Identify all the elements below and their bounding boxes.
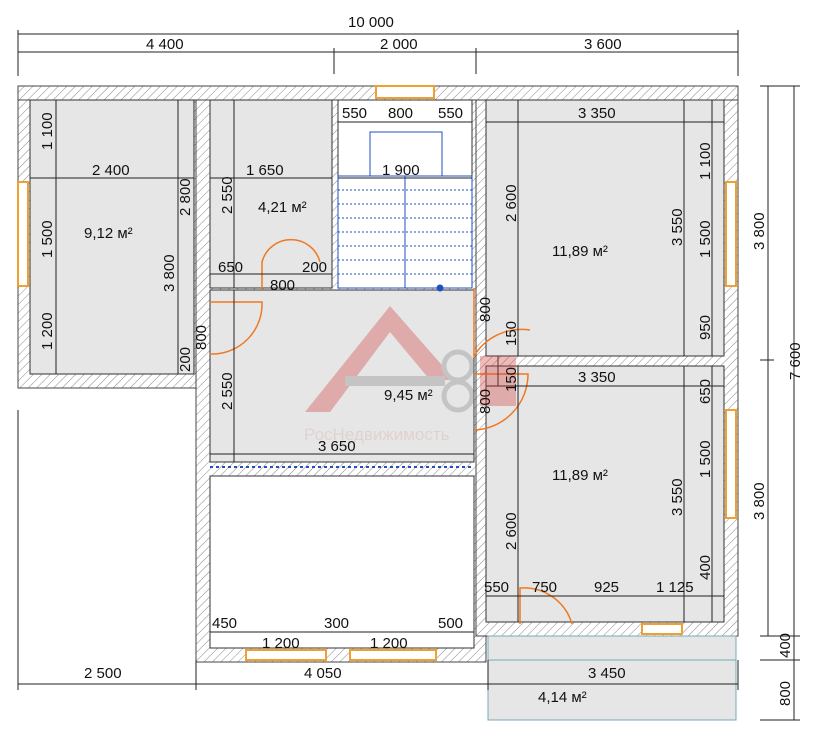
dimension-labels: 10 000 4 400 2 000 3 600 7 600 3 800 3 8…: [39, 14, 804, 706]
dim-left-width: 2 400: [92, 162, 130, 179]
dim-right-lower: 3 800: [751, 482, 768, 520]
dim-bedbottom-3550: 3 550: [669, 478, 686, 516]
area-bath: 4,21 м²: [258, 199, 307, 216]
dim-bedbottom-2600: 2 600: [503, 512, 520, 550]
room-hall: [209, 289, 475, 463]
watermark-text: РосНедвижимость: [304, 425, 450, 444]
windows: [17, 85, 737, 661]
dim-open-1200b: 1 200: [370, 635, 408, 652]
room-bed-top: [485, 99, 725, 357]
dim-bedbottom-400: 400: [697, 555, 714, 580]
dimension-lines: [17, 30, 800, 721]
area-left-room: 9,12 м²: [84, 225, 133, 242]
dim-left-200: 200: [177, 347, 194, 372]
dim-bedtop-2600: 2 600: [503, 184, 520, 222]
dim-bath-width: 1 650: [246, 162, 284, 179]
dim-bottom-mid: 4 050: [304, 665, 342, 682]
dim-left-1500: 1 500: [39, 220, 56, 258]
room-open: [209, 475, 475, 649]
area-bed-top: 11,89 м²: [552, 243, 608, 260]
doors: [209, 238, 573, 625]
staircase: [337, 131, 473, 292]
dim-bedbottom-150: 150: [503, 367, 520, 392]
dim-top-1: 4 400: [146, 36, 184, 53]
room-bath: [209, 99, 333, 289]
dim-bedtop-width: 3 350: [578, 105, 616, 122]
dim-bath-height: 2 550: [219, 176, 236, 214]
dim-bedtop-950: 950: [697, 315, 714, 340]
dim-bath-650: 650: [218, 259, 243, 276]
dim-bedtop-150: 150: [503, 321, 520, 346]
dim-bedbottom-width: 3 350: [578, 369, 616, 386]
dim-bedbottom-door: 800: [477, 389, 494, 414]
dim-left-1100: 1 100: [39, 112, 56, 150]
dim-top-2: 2 000: [380, 36, 418, 53]
dim-bedtop-door: 800: [477, 297, 494, 322]
dim-open-1200a: 1 200: [262, 635, 300, 652]
dim-bedbottom-550: 550: [484, 579, 509, 596]
dim-left-3800: 3 800: [161, 254, 178, 292]
dim-open-300: 300: [324, 615, 349, 632]
dim-bedbottom-1500: 1 500: [697, 440, 714, 478]
dim-stairs-550a: 550: [342, 105, 367, 122]
dim-left-800: 800: [193, 325, 210, 350]
dim-bedbottom-1125: 1 125: [656, 579, 694, 596]
dim-right-total: 7 600: [787, 342, 804, 380]
area-terrace: 4,14 м²: [538, 689, 587, 706]
dim-right-400: 400: [777, 633, 794, 658]
area-hall: 9,45 м²: [384, 387, 433, 404]
dim-top-3: 3 600: [584, 36, 622, 53]
area-bed-bottom: 11,89 м²: [552, 467, 608, 484]
dim-hall-width: 3 650: [318, 438, 356, 455]
dim-bottom-left: 2 500: [84, 665, 122, 682]
dim-bedtop-1500: 1 500: [697, 220, 714, 258]
dim-open-450: 450: [212, 615, 237, 632]
dim-bath-200: 200: [302, 259, 327, 276]
dim-stairs-550b: 550: [438, 105, 463, 122]
dim-stairs-width: 1 900: [382, 162, 420, 179]
room-terrace: [487, 635, 737, 721]
dim-left-2800: 2 800: [177, 178, 194, 216]
dim-right-upper: 3 800: [751, 212, 768, 250]
dim-hall-height: 2 550: [219, 372, 236, 410]
dim-left-1200: 1 200: [39, 312, 56, 350]
watermark-logo: РосНедвижимость: [304, 306, 516, 444]
dim-bedbottom-750: 750: [532, 579, 557, 596]
dim-bedbottom-650: 650: [697, 379, 714, 404]
dim-bath-door: 800: [270, 277, 295, 294]
dim-bottom-right: 3 450: [588, 665, 626, 682]
dim-bedtop-1100: 1 100: [697, 142, 714, 180]
dim-bedbottom-925: 925: [594, 579, 619, 596]
dim-stairs-800: 800: [388, 105, 413, 122]
dim-open-500: 500: [438, 615, 463, 632]
dim-right-800: 800: [777, 681, 794, 706]
dim-bedtop-3550: 3 550: [669, 208, 686, 246]
room-left: [29, 99, 195, 375]
dim-total-width: 10 000: [348, 14, 394, 31]
